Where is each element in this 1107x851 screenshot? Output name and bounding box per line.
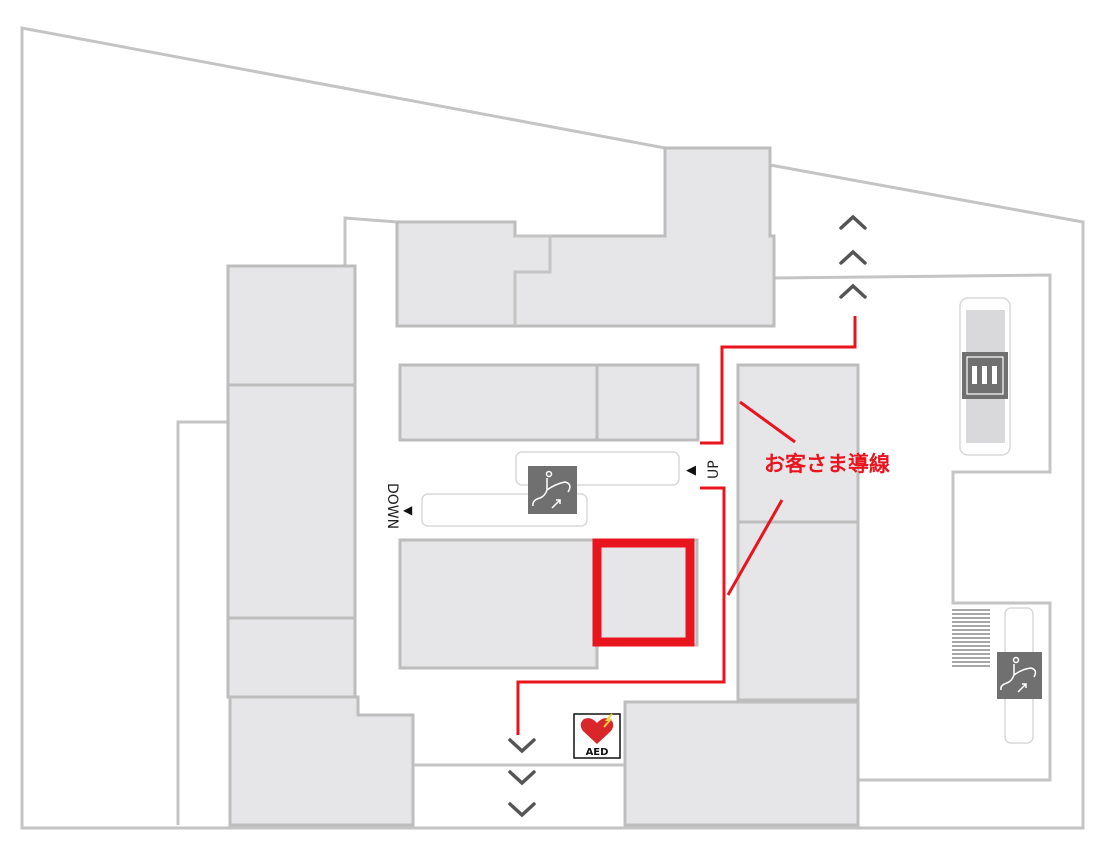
customer-route-lower: [516, 486, 726, 735]
upper-thin-outline: [343, 216, 398, 266]
store-block-left-4: [228, 695, 415, 827]
chevron-up-icon: [839, 249, 867, 265]
chevron-down-icon: [508, 770, 536, 786]
chevron-up-icon: [839, 283, 867, 299]
store-block-left-3: [226, 616, 357, 699]
route-label: お客さま導線: [764, 452, 890, 476]
right-area-outline: [773, 273, 1052, 782]
store-block-left-2: [226, 383, 357, 620]
aed-icon[interactable]: AED: [573, 713, 621, 759]
store-block-center-2: [595, 363, 700, 442]
customer-route-upper: [700, 316, 857, 445]
store-block-right-2: [736, 520, 860, 702]
store-divider: [513, 234, 552, 326]
escalator-up-label: UP: [706, 460, 722, 479]
escalator-up-arrow: ◀: [686, 463, 696, 478]
store-block-right-1: [736, 363, 860, 524]
store-block-center-lower: [398, 538, 699, 670]
chevron-up-icon: [839, 214, 867, 230]
store-block-left-1: [226, 264, 357, 387]
route-pointer-line: [726, 499, 784, 596]
chevron-down-icon: [508, 738, 536, 754]
escalator-icon: [528, 466, 577, 514]
store-block-center-1: [398, 363, 599, 442]
chevron-down-icon: [508, 802, 536, 818]
elevator-icon: [962, 352, 1008, 399]
escalator-down-label: DOWN: [384, 483, 400, 529]
escalator-down-arrow: ◀: [403, 503, 413, 517]
aed-label: AED: [586, 747, 609, 758]
store-block-bottom: [623, 700, 860, 827]
left-thin-outline: [176, 420, 228, 825]
store-block-top: [395, 146, 776, 328]
route-pointer-line: [739, 400, 796, 444]
stairs-icon: [952, 609, 990, 667]
highlighted-store[interactable]: [592, 538, 695, 647]
outer-wall: [20, 26, 1085, 830]
escalator-icon-right: [997, 652, 1042, 699]
